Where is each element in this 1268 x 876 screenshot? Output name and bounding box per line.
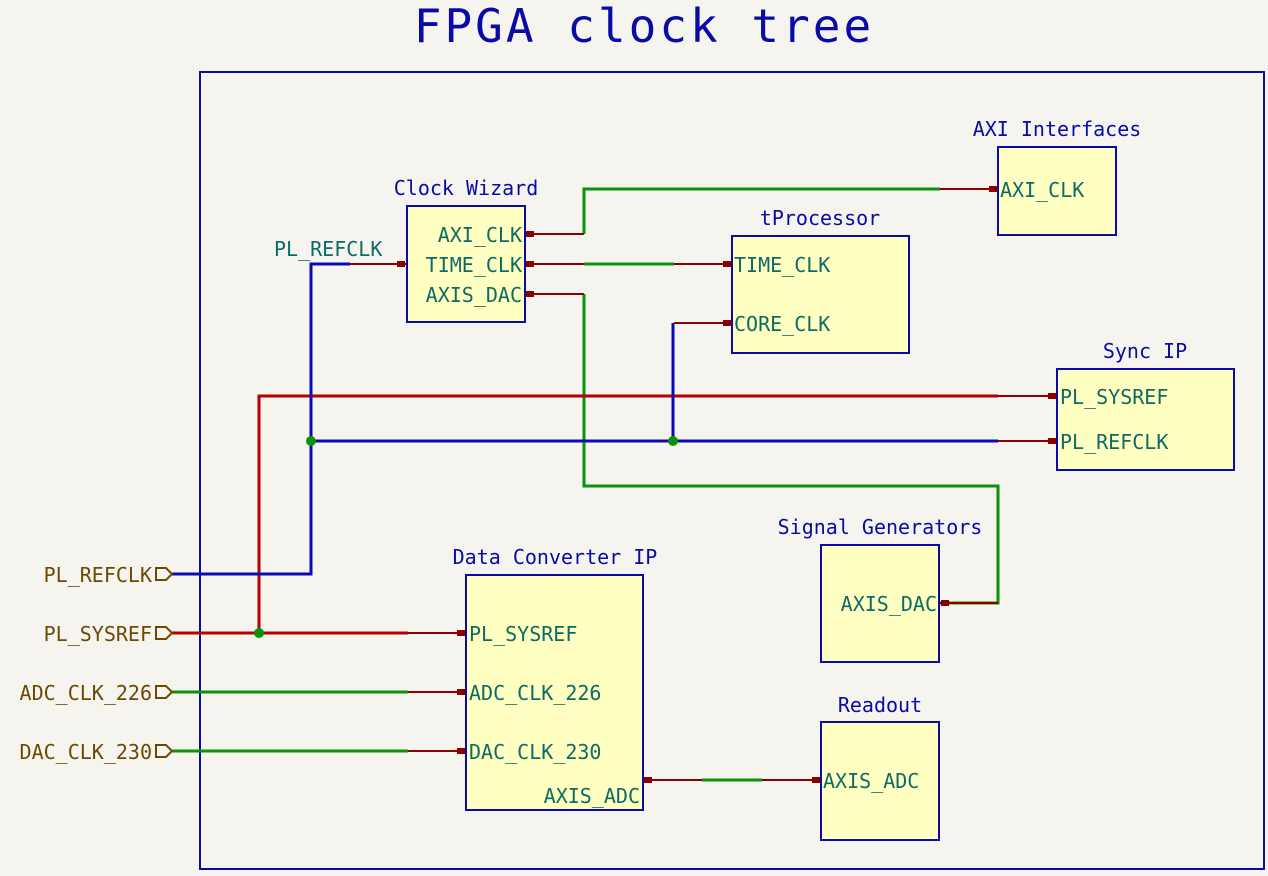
pin-dac-clk-230: DAC_CLK_230 [469,740,601,764]
block-sync-ip: Sync IP PL_SYSREF PL_REFCLK [1056,339,1235,471]
block-readout: Readout AXIS_ADC [820,693,940,841]
pin-axis-dac: AXIS_DAC [841,592,937,616]
pin-pl-sysref: PL_SYSREF [469,622,577,646]
block-data-converter-ip: Data Converter IP PL_SYSREF ADC_CLK_226 … [453,545,658,811]
pin-axi-clk: AXI_CLK [1000,178,1084,202]
block-tprocessor: tProcessor TIME_CLK CORE_CLK [731,206,910,354]
port-arrow-icon [155,567,174,581]
port-label: ADC_CLK_226 [20,681,152,705]
external-port-pl-refclk: PL_REFCLK [44,563,174,587]
block-axi-interfaces: AXI Interfaces AXI_CLK [973,117,1142,236]
external-port-dac-clk-230: DAC_CLK_230 [20,740,174,764]
wire-pl-sysref-sync [257,394,998,633]
block-clock-wizard: Clock Wizard AXI_CLK TIME_CLK AXIS_DAC [394,176,539,323]
block-body [820,544,940,663]
pin-axis-dac: AXIS_DAC [426,283,522,307]
block-body [465,574,644,811]
block-body [731,235,910,354]
fpga-frame [199,71,1265,870]
block-title: Readout [838,693,922,717]
pin-axis-adc: AXIS_ADC [823,769,919,793]
block-title: AXI Interfaces [973,117,1142,141]
block-body [406,205,526,323]
junction-dot [306,436,316,446]
port-label: PL_SYSREF [44,622,152,646]
junction-dot [254,628,264,638]
block-title: Signal Generators [778,515,983,539]
diagram-title: FPGA clock tree [414,0,874,53]
port-label: DAC_CLK_230 [20,740,152,764]
external-port-pl-sysref: PL_SYSREF [44,622,174,646]
block-body [997,146,1117,236]
block-title: Sync IP [1103,339,1187,363]
block-body [1056,368,1235,471]
port-arrow-icon [155,685,174,699]
pin-pl-refclk: PL_REFCLK [1060,430,1168,454]
pin-pl-sysref: PL_SYSREF [1060,385,1168,409]
pin-time-clk: TIME_CLK [426,253,522,277]
wire-pl-refclk [172,262,350,576]
pin-stubs [350,186,1057,783]
block-title: tProcessor [760,206,880,230]
net-label-pl-refclk: PL_REFCLK [274,237,382,261]
pin-axi-clk: AXI_CLK [438,223,522,247]
block-title: Data Converter IP [453,545,658,569]
block-body [820,721,940,841]
port-label: PL_REFCLK [44,563,152,587]
port-arrow-icon [155,626,174,640]
block-title: Clock Wizard [394,176,539,200]
block-signal-generators: Signal Generators AXIS_DAC [778,515,983,663]
pin-time-clk: TIME_CLK [734,253,830,277]
wire-axi-clk [582,187,940,234]
external-port-adc-clk-226: ADC_CLK_226 [20,681,174,705]
pin-core-clk: CORE_CLK [734,312,830,336]
junction-dot [668,436,678,446]
pin-adc-clk-226: ADC_CLK_226 [469,681,601,705]
pin-axis-adc: AXIS_ADC [544,784,640,808]
port-arrow-icon [155,744,174,758]
